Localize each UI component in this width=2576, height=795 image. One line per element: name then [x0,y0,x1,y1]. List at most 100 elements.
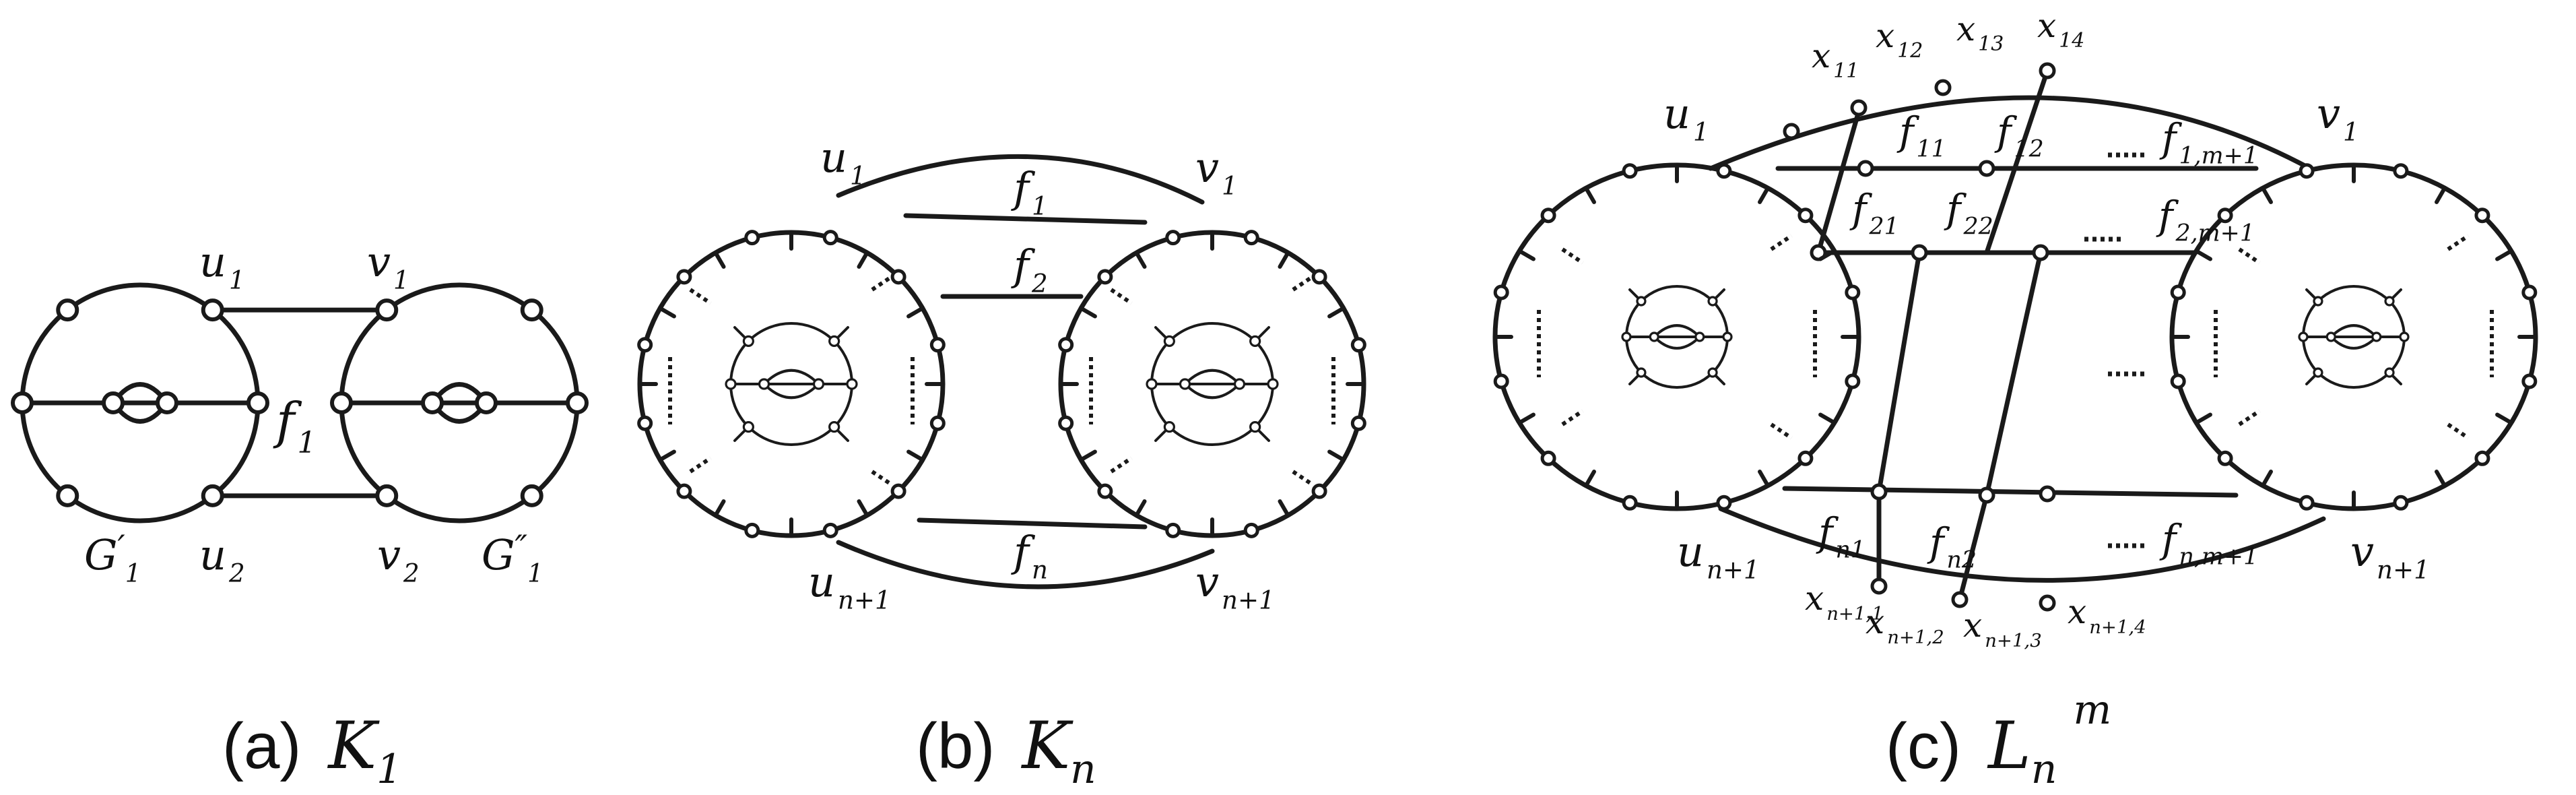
vertex [1311,269,1327,285]
pendant-edge [1584,470,1596,488]
pendant-edge [2435,470,2447,488]
label-sub: 1 [1693,117,1709,147]
pendant-edge [1818,249,1837,261]
inner-lens-top [762,369,820,385]
label-main: G [482,530,515,579]
inner-lens-top [1653,324,1701,338]
label-sub: 2 [403,559,420,588]
vertex [1649,331,1659,342]
vertex [1146,378,1158,390]
vertex [2032,244,2049,261]
label-main: v [1195,143,1219,192]
label-main: x [2068,592,2086,631]
pendant-edge [713,499,726,517]
label-main: x [1812,36,1830,75]
vertex [1350,337,1366,353]
column-edge [1816,108,1861,255]
vertex [2039,485,2056,503]
pendant-edge [658,449,676,462]
label-main: x [1956,9,1975,49]
inner-lens-bottom [762,383,820,400]
vertex [1978,160,1995,177]
vertex [1716,495,1732,511]
vertex [1097,269,1113,285]
column-edge [1876,250,1922,495]
label-main: x [1805,579,1824,618]
vertex [1716,163,1732,179]
label-main: u [820,133,847,182]
vertex [1058,337,1074,353]
label-main: v [367,237,391,286]
outer-arc-top [836,154,1205,205]
label-sub: 1 [1222,171,1238,201]
vertex [1179,378,1191,390]
caption-letter: (b) [916,710,995,782]
pendant-edge [658,306,676,319]
vertex [676,483,692,499]
label-main: x [1876,16,1894,55]
label-sub: 1 [527,559,543,588]
pendant-edge [2261,186,2273,204]
vertex [1707,296,1718,307]
pendant-edge [1517,412,1535,425]
vertex [828,421,840,433]
pendant-edge [1079,306,1097,319]
caption-sup: m [2073,687,2111,734]
label-sub: n+1 [838,585,891,615]
vertex [11,391,34,414]
vertex [1845,373,1861,389]
vertex [2521,284,2538,300]
label-sub: 11 [1916,135,1946,162]
label-sub: n2 [1946,546,1977,573]
vertex-label: G′1 [84,528,141,588]
vertex [566,391,589,414]
label-sub: 1,m+1 [2179,142,2258,169]
vertex [2299,495,2315,511]
label-sub: 1 [850,161,866,191]
label-sub: n [1032,555,1048,585]
pendant-edge [2194,249,2212,261]
vertex [1243,230,1259,246]
vertex [520,298,543,322]
vertex [828,335,840,347]
ellipsis-dots [1561,409,1584,426]
label-main: x [1963,606,1982,645]
vertex [1845,284,1861,300]
label-sub: 22 [1962,213,1993,240]
vertex [742,421,754,433]
pendant-edge [1584,186,1596,204]
label-main: u [1663,89,1690,138]
vertex [1540,450,1556,466]
vertex [1870,483,1888,501]
ellipsis-dots [689,288,712,305]
vertex [1493,373,1509,389]
inner-lens-bottom [2330,336,2378,350]
label-sub: 1 [1032,191,1048,221]
pendant-edge [1818,412,1837,425]
edge-f1 [903,213,1148,225]
label-sub: 1 [229,265,245,295]
vertex [1163,421,1175,433]
vertex [1636,367,1647,378]
label-sub: n1 [1835,536,1865,563]
ellipsis-dots [1110,456,1133,474]
vertex [1978,486,1995,504]
vertex [2474,450,2490,466]
inner-lens-bottom [1653,336,1701,350]
pendant-edge [1327,449,1346,462]
